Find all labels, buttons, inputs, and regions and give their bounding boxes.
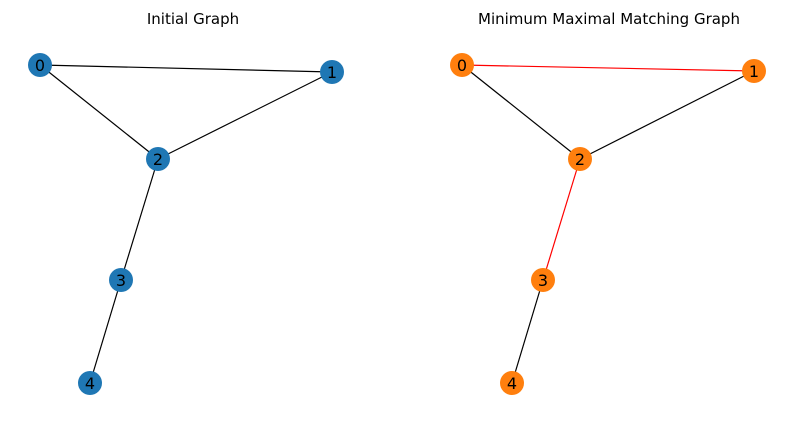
node-1: 1 [742, 59, 766, 83]
matched-edge-0-1 [461, 64, 755, 72]
node-circle-4 [78, 371, 102, 395]
node-circle-2 [146, 147, 170, 171]
node-3: 3 [109, 268, 133, 292]
node-2: 2 [146, 147, 170, 171]
node-circle-3 [109, 268, 133, 292]
node-label-1: 1 [327, 63, 337, 82]
edge-3-4 [511, 279, 544, 384]
node-3: 3 [531, 268, 555, 292]
node-2: 2 [568, 147, 592, 171]
edge-3-4 [89, 279, 122, 384]
node-4: 4 [78, 371, 102, 395]
node-circle-0 [28, 53, 52, 77]
matched-edge-2-3 [542, 158, 581, 281]
edge-0-2 [39, 64, 159, 160]
node-circle-2 [568, 147, 592, 171]
edge-layer-matching [461, 64, 755, 384]
node-label-4: 4 [507, 374, 517, 393]
node-1: 1 [320, 60, 344, 84]
panel-title-matching: Minimum Maximal Matching Graph [478, 10, 740, 28]
panel-title-initial: Initial Graph [147, 10, 239, 28]
node-circle-4 [500, 371, 524, 395]
node-label-0: 0 [35, 56, 45, 75]
node-label-2: 2 [575, 150, 585, 169]
node-label-0: 0 [457, 56, 467, 75]
edge-0-2 [461, 64, 581, 160]
edge-layer-initial [39, 64, 333, 384]
node-label-3: 3 [116, 271, 126, 290]
edge-1-2 [157, 71, 333, 160]
node-circle-1 [320, 60, 344, 84]
node-0: 0 [28, 53, 52, 77]
node-circle-1 [742, 59, 766, 83]
node-4: 4 [500, 371, 524, 395]
edge-0-1 [39, 64, 333, 73]
panel-initial-graph: Initial Graph 0 1 2 3 4 [28, 10, 344, 395]
node-label-1: 1 [749, 62, 759, 81]
node-label-4: 4 [85, 374, 95, 393]
node-circle-0 [450, 53, 474, 77]
node-label-2: 2 [153, 150, 163, 169]
node-layer-matching: 0 1 2 3 4 [450, 53, 766, 395]
edge-2-3 [120, 158, 159, 281]
node-0: 0 [450, 53, 474, 77]
edge-1-2 [579, 70, 755, 160]
node-layer-initial: 0 1 2 3 4 [28, 53, 344, 395]
node-label-3: 3 [538, 271, 548, 290]
node-circle-3 [531, 268, 555, 292]
panel-matching-graph: Minimum Maximal Matching Graph 0 1 2 3 4 [450, 10, 766, 395]
